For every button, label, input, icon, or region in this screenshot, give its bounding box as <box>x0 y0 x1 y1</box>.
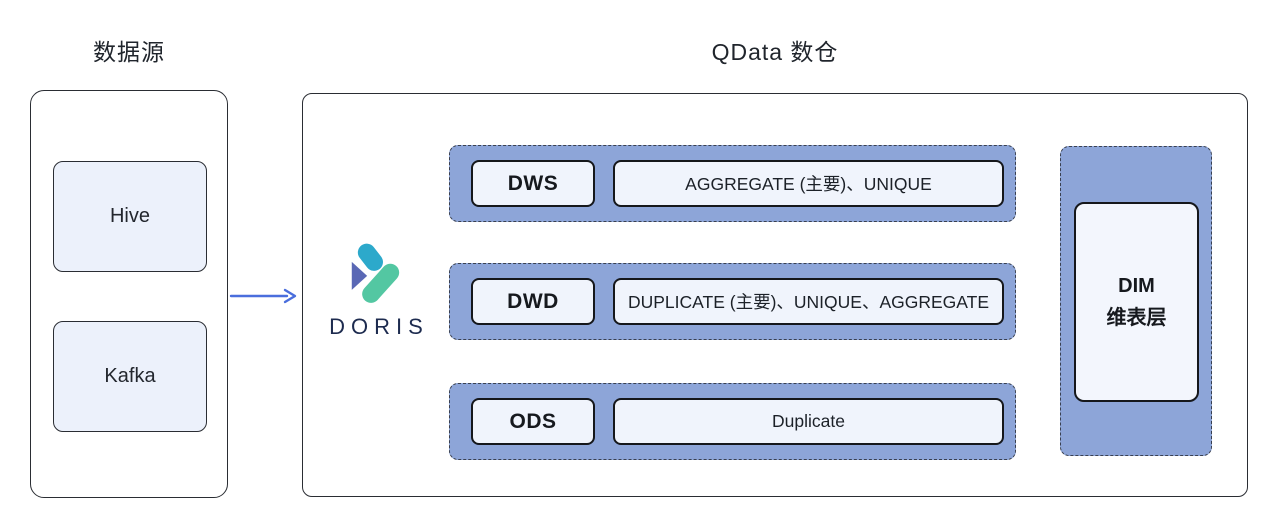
datasource-container: Hive Kafka <box>30 90 228 498</box>
doris-logo-teal-capsule <box>357 243 383 271</box>
layer-models-label: DUPLICATE (主要)、UNIQUE、AGGREGATE <box>627 292 990 312</box>
dim-title: DIM <box>1118 275 1155 297</box>
doris-logo-icon <box>351 243 400 303</box>
layer-row-dwd: DWD DUPLICATE (主要)、UNIQUE、AGGREGATE <box>449 263 1016 340</box>
doris-wordmark: DORIS <box>329 314 429 339</box>
dim-subtitle: 维表层 <box>1106 307 1167 329</box>
warehouse-container: DORIS DWS AGGREGATE (主要)、UNIQUE DWD DUPL… <box>302 93 1248 497</box>
layer-models-label: AGGREGATE (主要)、UNIQUE <box>685 174 932 194</box>
node-hive: Hive <box>53 161 207 272</box>
layer-models-box-dwd: DUPLICATE (主要)、UNIQUE、AGGREGATE <box>613 278 1004 325</box>
doris-logo-triangle <box>351 261 368 290</box>
layer-models-box-ods: Duplicate <box>613 398 1004 445</box>
layer-name-label: ODS <box>509 409 557 433</box>
layer-models-label: Duplicate <box>772 411 845 431</box>
warehouse-section-title: QData 数仓 <box>711 39 839 65</box>
layer-name-box-dws: DWS <box>471 160 595 207</box>
layer-row-ods: ODS Duplicate <box>449 383 1016 460</box>
right-arrow-icon <box>229 288 297 304</box>
node-dim: DIM 维表层 <box>1074 202 1199 402</box>
kafka-label: Kafka <box>104 365 156 387</box>
layer-name-box-dwd: DWD <box>471 278 595 325</box>
layer-name-box-ods: ODS <box>471 398 595 445</box>
node-kafka: Kafka <box>53 321 207 432</box>
doris-logo-green-capsule <box>362 263 400 303</box>
doris-logo: DORIS <box>316 242 436 340</box>
dim-layer-container: DIM 维表层 <box>1060 146 1212 456</box>
layer-models-box-dws: AGGREGATE (主要)、UNIQUE <box>613 160 1004 207</box>
datasource-section-title: 数据源 <box>93 39 165 65</box>
layer-row-dws: DWS AGGREGATE (主要)、UNIQUE <box>449 145 1016 222</box>
layer-name-label: DWS <box>507 171 559 195</box>
layer-name-label: DWD <box>507 289 559 313</box>
hive-label: Hive <box>109 205 150 227</box>
